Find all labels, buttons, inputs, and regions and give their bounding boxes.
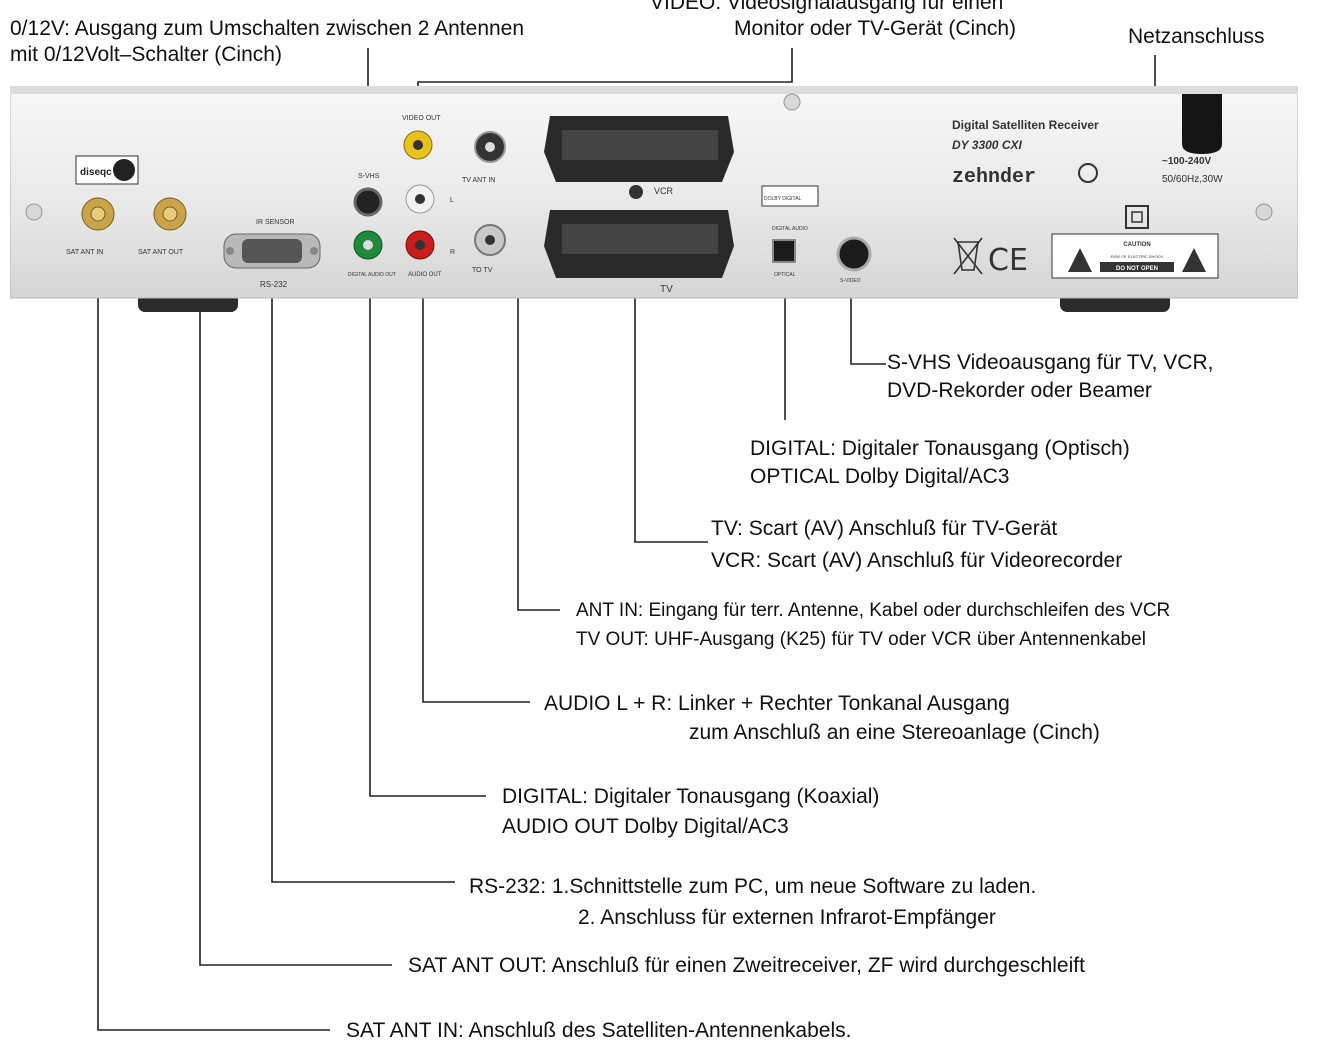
leader-audio	[422, 250, 530, 703]
note-sat-in: SAT ANT IN: Anschluß des Satelliten-Ante…	[346, 1019, 852, 1042]
note-svhs-line1: S-VHS Videoausgang für TV, VCR,	[887, 351, 1214, 374]
leader-rs232	[271, 262, 455, 883]
label-svideo: S-VIDEO	[840, 278, 861, 284]
note-rs232-line2: 2. Anschluss für externen Infrarot-Empfä…	[578, 906, 996, 929]
note-svhs-line2: DVD-Rekorder oder Beamer	[887, 379, 1152, 402]
label-tv-ant-in: TV ANT IN	[462, 177, 495, 184]
leader-sat-out	[172, 213, 392, 966]
label-digital-audio: DIGITAL AUDIO	[772, 226, 808, 232]
label-sat-ant-in: SAT ANT IN	[66, 249, 103, 256]
note-optical-line2: OPTICAL Dolby Digital/AC3	[750, 465, 1010, 488]
note-coax-line2: AUDIO OUT Dolby Digital/AC3	[502, 815, 789, 838]
label-ir-sensor: IR SENSOR	[256, 219, 295, 226]
do-not-open-text: DO NOT OPEN	[1116, 266, 1158, 272]
power-rating: ~100-240V	[1162, 156, 1212, 167]
label-vcr: VCR	[654, 186, 674, 196]
note-switch-12v-line2: mit 0/12Volt–Schalter (Cinch)	[10, 43, 282, 66]
note-ant-line1: ANT IN: Eingang für terr. Antenne, Kabel…	[576, 600, 1171, 621]
product-model: DY 3300 CXI	[952, 138, 1022, 152]
label-to-tv: TO TV	[472, 267, 493, 274]
double-insulation-icon	[1125, 205, 1149, 229]
risk-text: RISK OF ELECTRIC SHOCK	[1111, 254, 1164, 259]
note-sat-out: SAT ANT OUT: Anschluß für einen Zweitrec…	[408, 954, 1085, 977]
label-svhs-top: S-VHS	[358, 173, 380, 180]
receiver-back-panel: Digital Satelliten Receiver DY 3300 CXI …	[10, 86, 1298, 312]
note-video-line1: VIDEO: Videosignalausgang für einen	[650, 0, 1004, 14]
warning-triangle-icon	[1068, 248, 1092, 272]
leader-sat-in	[97, 242, 330, 1031]
label-dolby: DOLBY DIGITAL	[764, 196, 802, 202]
leader-coax	[369, 250, 486, 797]
diseqc-logo: diseqc	[80, 167, 112, 178]
label-audio-out: AUDIO OUT	[408, 272, 442, 278]
note-rs232-line1: RS-232: 1.Schnittstelle zum PC, um neue …	[469, 875, 1037, 898]
label-tv: TV	[660, 284, 673, 295]
label-l: L	[450, 197, 454, 204]
note-switch-12v-line1: 0/12V: Ausgang zum Umschalten zwischen 2…	[10, 17, 525, 40]
weee-bin-icon	[953, 237, 983, 275]
power-frequency: 50/60Hz,30W	[1162, 174, 1223, 185]
note-video-line2: Monitor oder TV-Gerät (Cinch)	[734, 17, 1017, 40]
note-audio-line1: AUDIO L + R: Linker + Rechter Tonkanal A…	[544, 692, 1010, 715]
label-rs232: RS-232	[260, 280, 288, 289]
ce-mark-icon: CE	[988, 243, 1028, 278]
label-optical: OPTICAL	[774, 272, 796, 278]
note-coax-line1: DIGITAL: Digitaler Tonausgang (Koaxial)	[502, 785, 880, 808]
note-power: Netzanschluss	[1128, 25, 1265, 48]
label-r: R	[450, 249, 455, 256]
label-video-out: VIDEO OUT	[402, 115, 441, 122]
leader-scart	[634, 262, 708, 543]
label-sat-ant-out: SAT ANT OUT	[138, 249, 184, 256]
note-scart-line2: VCR: Scart (AV) Anschluß für Videorecord…	[711, 549, 1123, 572]
brand-icon	[1078, 163, 1098, 183]
note-ant-line2: TV OUT: UHF-Ausgang (K25) für TV oder VC…	[576, 629, 1146, 650]
label-digital-audio-out: DIGITAL AUDIO OUT	[348, 272, 396, 278]
warning-triangle-icon-right	[1182, 248, 1206, 272]
note-audio-line2: zum Anschluß an eine Stereoanlage (Cinch…	[689, 721, 1100, 744]
product-title: Digital Satelliten Receiver	[952, 118, 1099, 132]
caution-text: CAUTION	[1123, 242, 1150, 248]
note-scart-line1: TV: Scart (AV) Anschluß für TV-Gerät	[711, 517, 1058, 540]
brand-logo: zehnder	[952, 166, 1036, 189]
note-optical-line1: DIGITAL: Digitaler Tonausgang (Optisch)	[750, 437, 1130, 460]
